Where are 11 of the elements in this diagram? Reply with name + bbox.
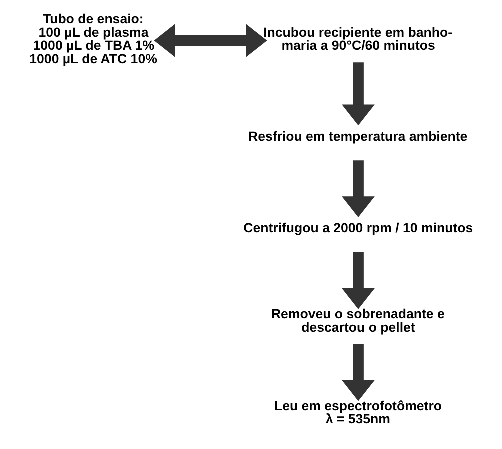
arrow — [342, 160, 374, 218]
node-text: Resfriou em temperatura ambiente — [248, 128, 468, 144]
node-text: Incubou recipiente em banho-maria a 90°C/60 minutos — [263, 24, 452, 54]
arrow — [342, 62, 374, 126]
arrow — [342, 252, 374, 310]
node-text: Removeu o sobrenadante e descartou o pellet — [270, 306, 444, 335]
arrow — [154, 24, 267, 58]
node-text: Leu em espectrofotômetro λ = 535nm — [274, 398, 442, 427]
node-text: Centrifugou a 2000 rpm / 10 minutos — [243, 220, 473, 236]
arrow — [342, 344, 374, 402]
node-text: Tubo de ensaio: 100 µL de plasma 1000 µL de TBA 1% 1000 µL de ATC 10% — [29, 12, 157, 66]
